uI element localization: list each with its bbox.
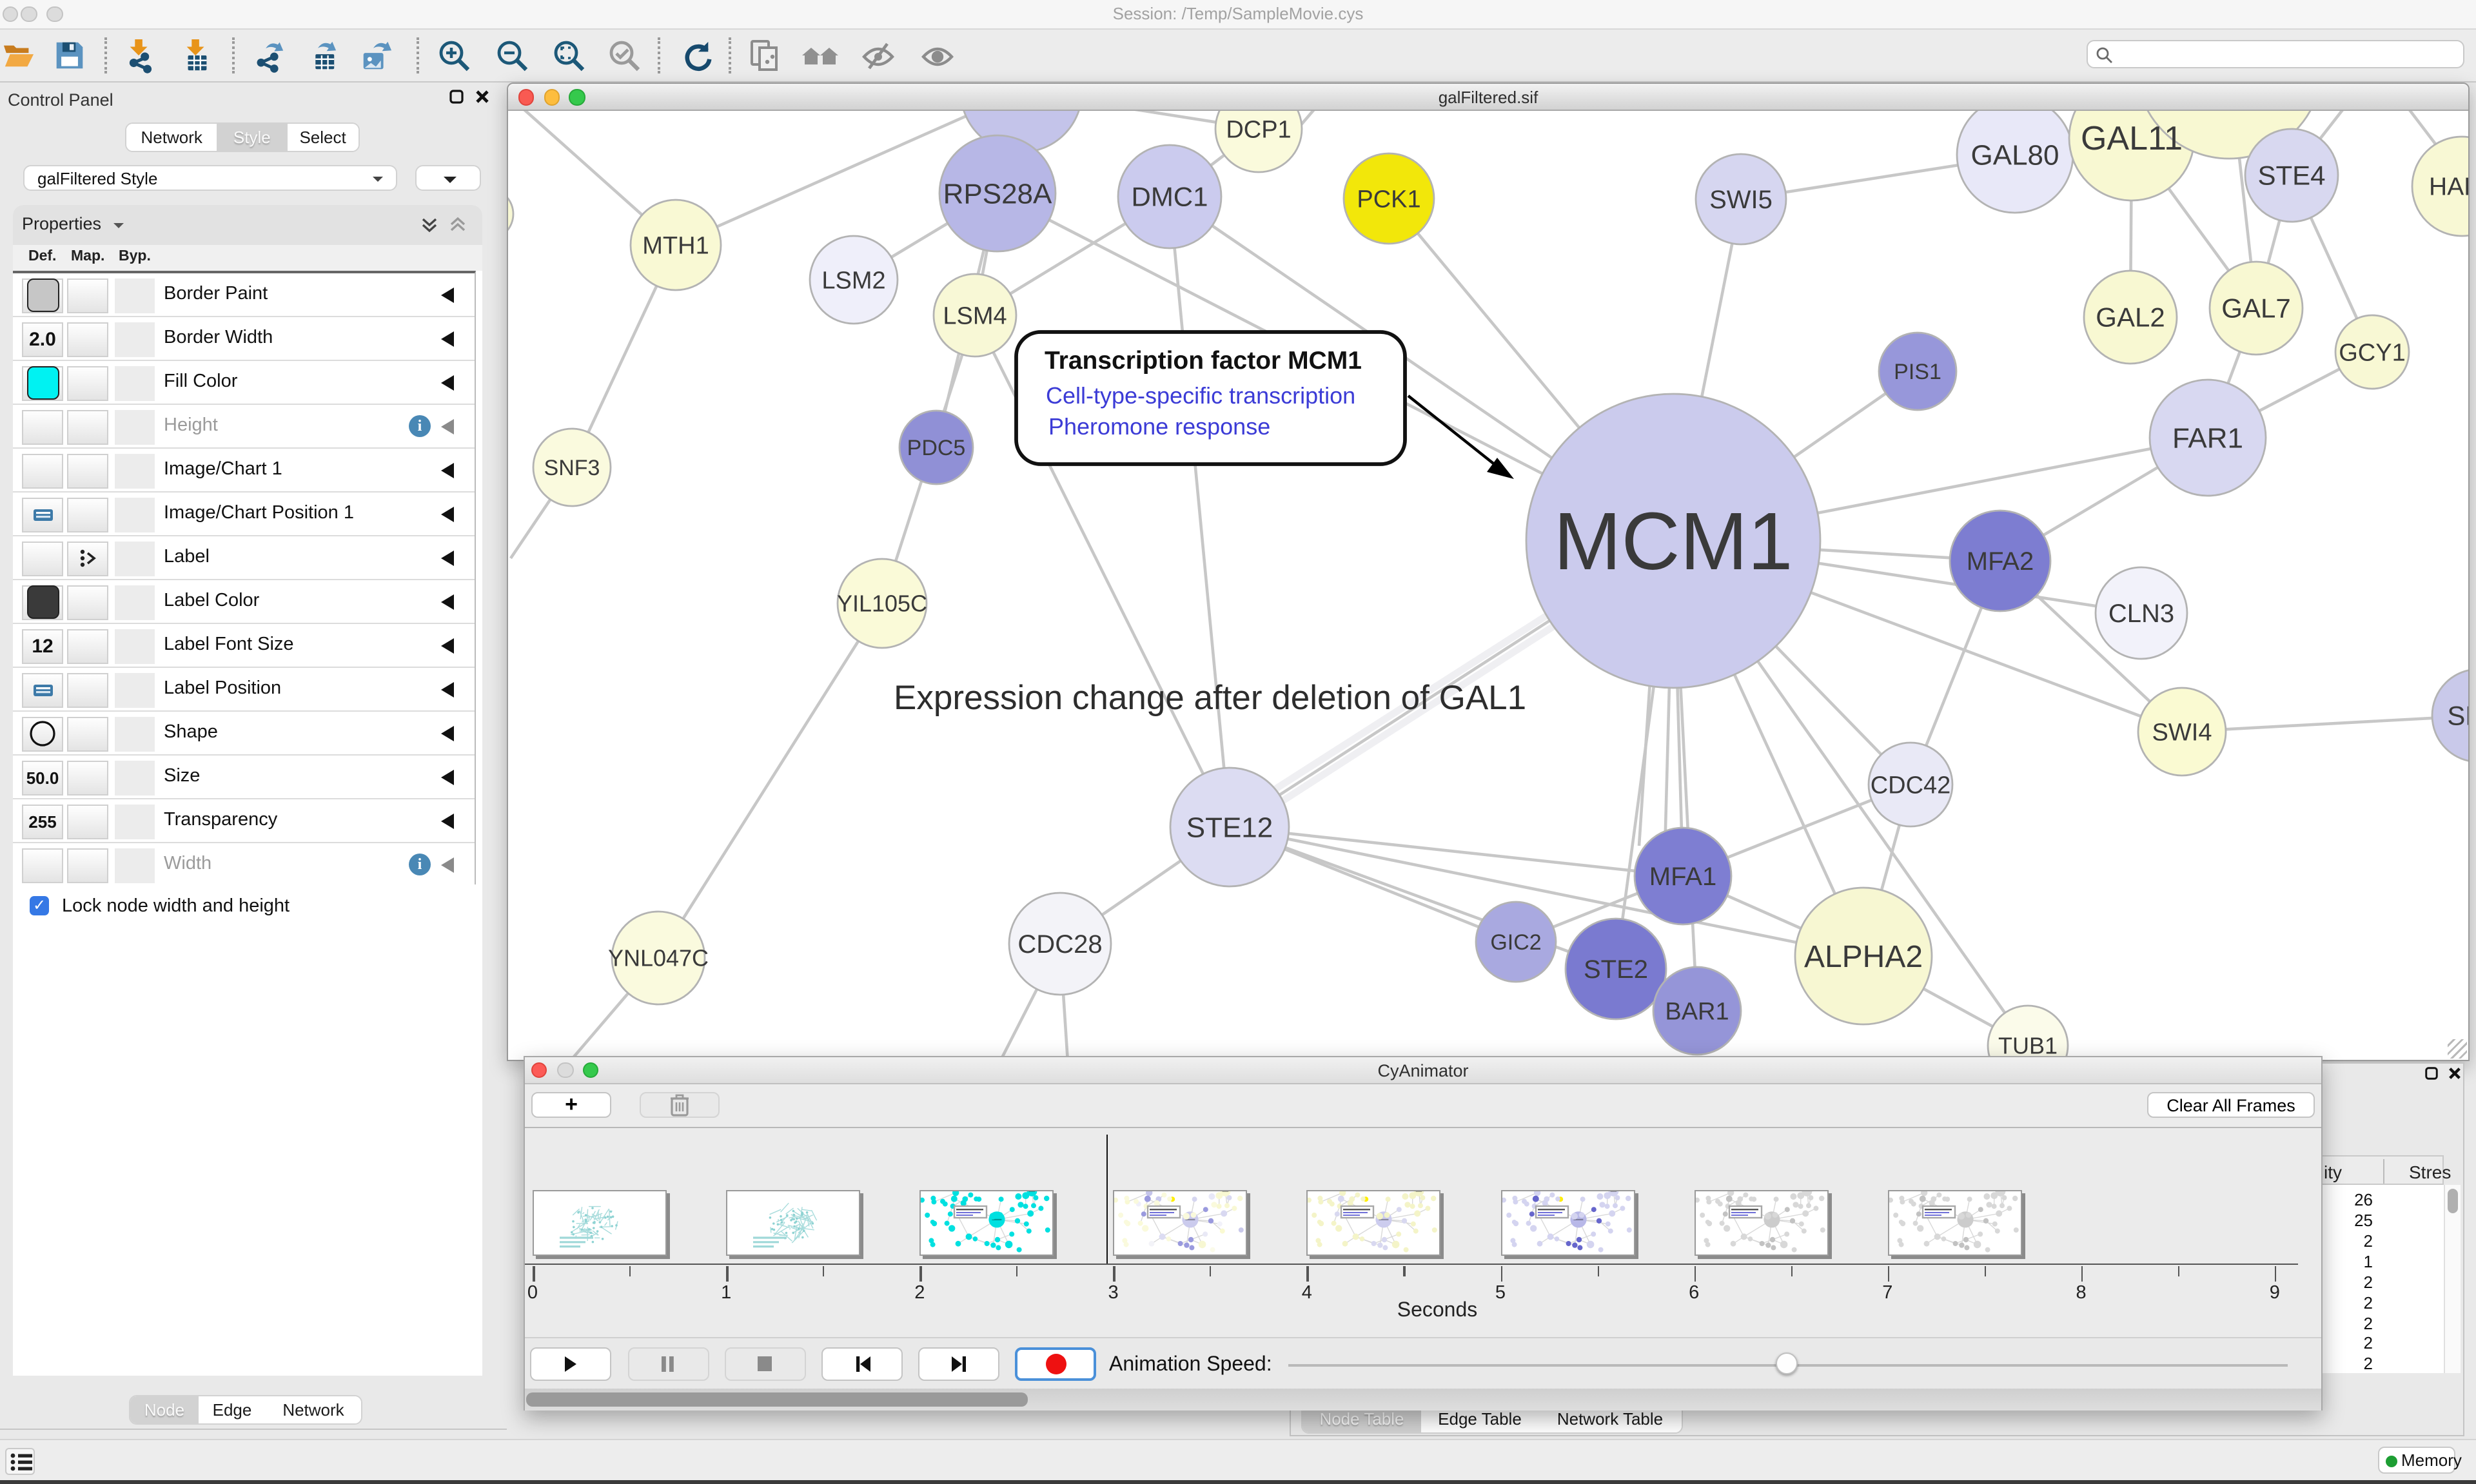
- svg-text:GCY1: GCY1: [2339, 339, 2405, 366]
- svg-text:CDC42: CDC42: [1871, 772, 1951, 799]
- svg-text:ALPHA2: ALPHA2: [1804, 940, 1923, 974]
- svg-text:RPS28A: RPS28A: [943, 178, 1052, 210]
- svg-text:HAP2: HAP2: [2429, 173, 2468, 201]
- svg-text:Transcription factor MCM1: Transcription factor MCM1: [1045, 347, 1362, 375]
- svg-text:DMC1: DMC1: [1131, 182, 1208, 212]
- svg-text:Pheromone response: Pheromone response: [1048, 413, 1270, 440]
- svg-text:STE2: STE2: [1584, 955, 1648, 984]
- svg-text:Expression change after deleti: Expression change after deletion of GAL1: [894, 679, 1526, 717]
- svg-text:LSM2: LSM2: [821, 267, 885, 294]
- svg-text:STE4: STE4: [2257, 161, 2325, 191]
- svg-text:GAL11: GAL11: [2081, 120, 2183, 157]
- svg-text:STE12: STE12: [1186, 812, 1273, 843]
- svg-text:PDC5: PDC5: [907, 436, 966, 460]
- svg-text:SWI5: SWI5: [1709, 186, 1773, 214]
- svg-text:FAR1: FAR1: [2172, 422, 2243, 454]
- svg-text:SWI4: SWI4: [2152, 719, 2212, 746]
- svg-text:Cell-type-specific transcripti: Cell-type-specific transcription: [1046, 382, 1355, 409]
- svg-text:MTH1: MTH1: [642, 232, 709, 259]
- svg-text:BAR1: BAR1: [1665, 998, 1729, 1025]
- svg-text:GAL80: GAL80: [1971, 139, 2059, 171]
- svg-text:PCK1: PCK1: [1357, 186, 1420, 213]
- svg-text:DCP1: DCP1: [1226, 116, 1291, 143]
- svg-text:CLN3: CLN3: [2108, 600, 2174, 628]
- svg-text:SLT2: SLT2: [2447, 701, 2468, 731]
- svg-text:YIL105C: YIL105C: [837, 591, 927, 617]
- svg-text:PIS1: PIS1: [1894, 360, 1941, 384]
- svg-text:LSM4: LSM4: [943, 302, 1007, 329]
- svg-text:SNF3: SNF3: [544, 456, 600, 480]
- svg-text:MCM1: MCM1: [1554, 496, 1793, 587]
- svg-text:GIC2: GIC2: [1490, 930, 1541, 955]
- svg-text:MFA1: MFA1: [1649, 863, 1716, 891]
- svg-text:YNL047C: YNL047C: [608, 945, 709, 971]
- svg-text:CDC28: CDC28: [1017, 930, 1102, 959]
- svg-text:GAL2: GAL2: [2096, 302, 2165, 333]
- svg-text:MFA2: MFA2: [1967, 547, 2034, 576]
- svg-text:GAL7: GAL7: [2221, 293, 2290, 324]
- svg-text:TUB1: TUB1: [1998, 1033, 2058, 1059]
